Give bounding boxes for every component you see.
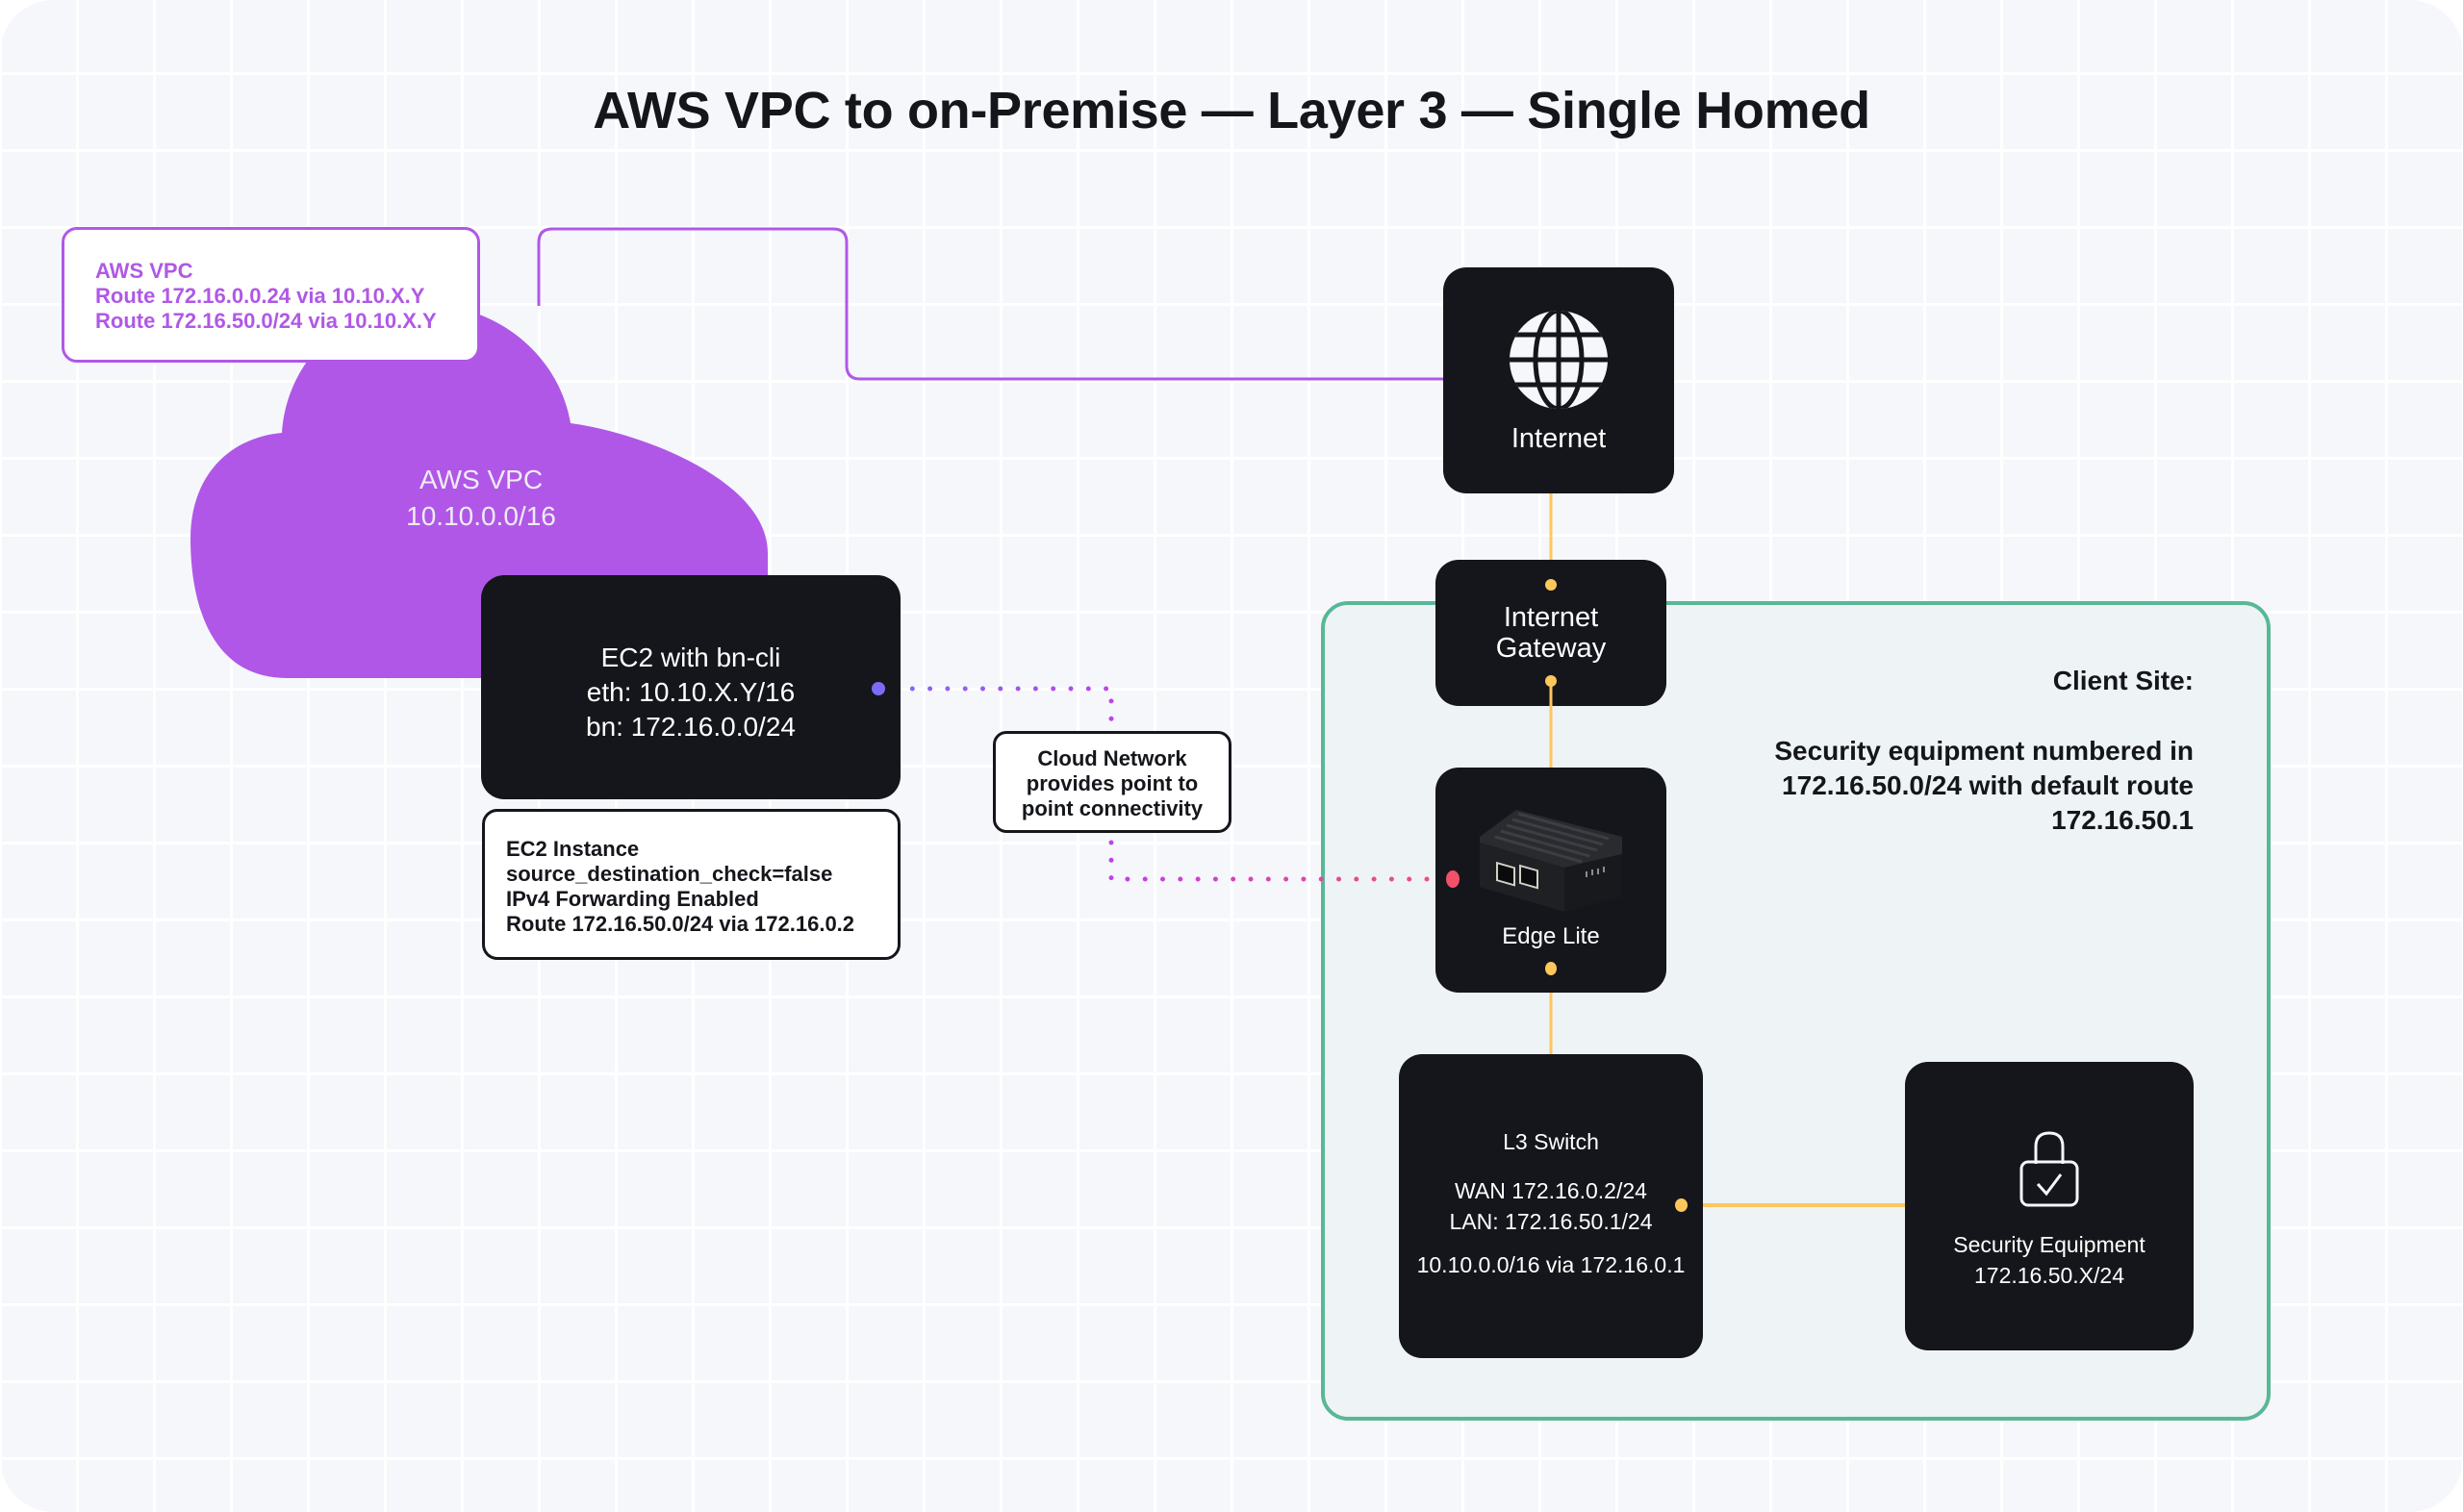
vpc-route-note-line: Route 172.16.50.0/24 via 10.10.X.Y: [95, 309, 437, 333]
security-equipment-label: Security Equipment 172.16.50.X/24: [1905, 1229, 2194, 1291]
security-equipment-cidr: 172.16.50.X/24: [1973, 1263, 2125, 1288]
cloud-network-note: Cloud Network provides point to point co…: [993, 731, 1232, 833]
globe-icon: [1510, 311, 1608, 409]
cloud-network-note-line: point connectivity: [1021, 796, 1204, 820]
switch-interfaces: WAN 172.16.0.2/24 LAN: 172.16.50.1/24: [1399, 1175, 1703, 1237]
switch-title: L3 Switch: [1503, 1129, 1599, 1154]
ec2-note: EC2 Instance source_destination_check=fa…: [482, 809, 901, 960]
vpc-cloud-name: AWS VPC: [419, 465, 544, 494]
switch-route: 10.10.0.0/16 via 172.16.0.1: [1416, 1252, 1686, 1277]
ec2-node[interactable]: EC2 with bn-cli eth: 10.10.X.Y/16 bn: 17…: [481, 575, 901, 799]
ec2-note-line: EC2 Instance: [506, 837, 640, 861]
vpc-route-note-line: AWS VPC: [95, 259, 193, 283]
internet-gateway-node[interactable]: Internet Gateway: [1435, 560, 1666, 706]
l3-switch-node[interactable]: L3 Switch WAN 172.16.0.2/24 LAN: 172.16.…: [1399, 1054, 1703, 1358]
lock-check-icon: [2019, 1131, 2079, 1207]
edge-bottom-connector-dot: [1545, 962, 1557, 975]
gateway-label-line: Internet: [1503, 602, 1599, 633]
vpc-to-internet-connector: [537, 227, 1464, 381]
diagram-title: AWS VPC to on-Premise — Layer 3 — Single…: [593, 82, 1870, 139]
client-site-description-line: 172.16.50.1: [2051, 805, 2194, 835]
cloud-network-dotted-path: [892, 686, 1446, 882]
edge-lite-node[interactable]: Edge Lite: [1435, 768, 1666, 993]
security-equipment-node[interactable]: Security Equipment 172.16.50.X/24: [1905, 1062, 2194, 1350]
edge-connector-dot: [1446, 870, 1460, 888]
vpc-route-note: AWS VPC Route 172.16.0.0.24 via 10.10.X.…: [62, 227, 480, 363]
vpc-cloud-label: AWS VPC 10.10.0.0/16: [289, 462, 673, 535]
ec2-note-line: Route 172.16.50.0/24 via 172.16.0.2: [506, 912, 855, 936]
vpc-route-note-line: Route 172.16.0.0.24 via 10.10.X.Y: [95, 284, 425, 308]
client-site-description: Security equipment numbered in 172.16.50…: [1636, 734, 2194, 838]
switch-lan: LAN: 172.16.50.1/24: [1449, 1209, 1653, 1234]
edge-device-icon: [1480, 810, 1622, 912]
cloud-network-note-line: Cloud Network: [1037, 746, 1187, 770]
client-site-description-line: Security equipment numbered in: [1774, 736, 2194, 766]
switch-wan: WAN 172.16.0.2/24: [1455, 1178, 1647, 1203]
internet-node-label: Internet: [1511, 423, 1607, 454]
ec2-node-title: EC2 with bn-cli: [600, 643, 781, 672]
gateway-label-line: Gateway: [1495, 633, 1607, 664]
ec2-note-line: IPv4 Forwarding Enabled: [506, 887, 759, 911]
internet-node[interactable]: Internet: [1443, 267, 1674, 493]
ec2-connector-dot: [872, 682, 885, 695]
switch-connector-dot: [1675, 1198, 1688, 1212]
cloud-network-note-line: provides point to: [1026, 771, 1199, 795]
client-site-description-line: 172.16.50.0/24 with default route: [1782, 770, 2194, 800]
ec2-note-line: source_destination_check=false: [506, 862, 833, 886]
edge-lite-label: Edge Lite: [1502, 923, 1600, 949]
client-site-heading: Client Site:: [2052, 666, 2194, 695]
vpc-cloud-cidr: 10.10.0.0/16: [406, 501, 556, 531]
ec2-node-bn: bn: 172.16.0.0/24: [586, 712, 796, 742]
ec2-node-eth: eth: 10.10.X.Y/16: [586, 677, 796, 707]
security-equipment-name: Security Equipment: [1953, 1232, 2146, 1257]
